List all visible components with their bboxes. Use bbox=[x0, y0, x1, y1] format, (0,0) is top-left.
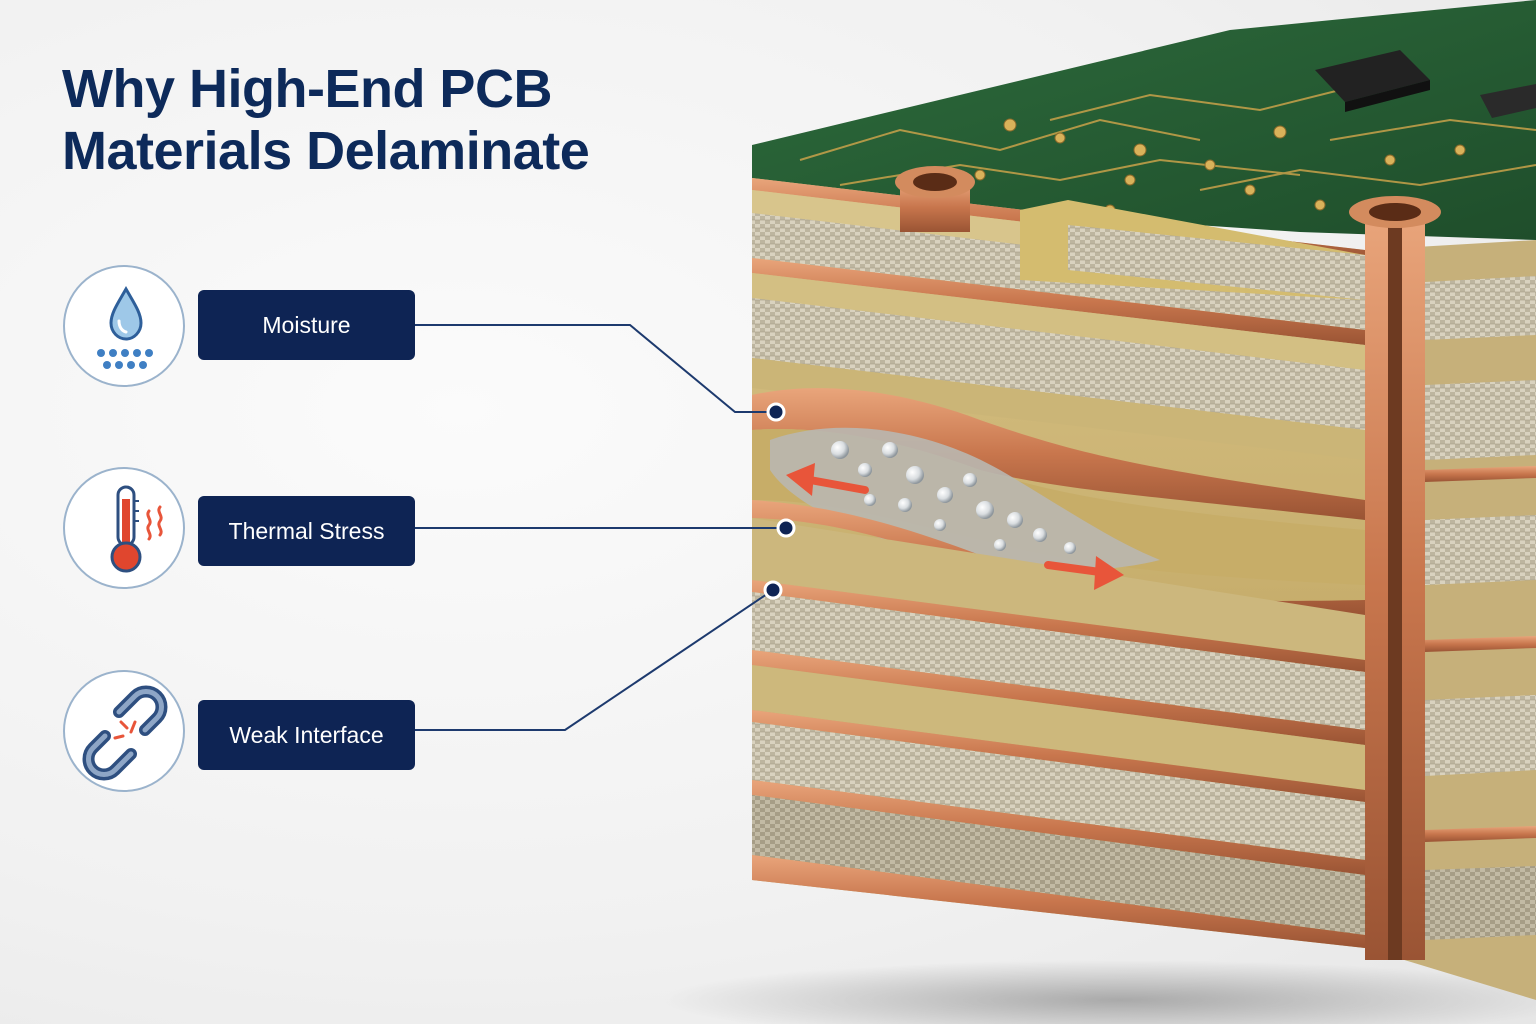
weak-interface-label: Weak Interface bbox=[198, 700, 415, 770]
thermal-stress-label: Thermal Stress bbox=[198, 496, 415, 566]
plated-via-left bbox=[895, 166, 975, 232]
moisture-bubbles bbox=[831, 441, 1076, 554]
moisture-icon-circle bbox=[63, 265, 185, 387]
title-line-2: Materials Delaminate bbox=[62, 121, 590, 181]
smd-component bbox=[1480, 84, 1536, 118]
weak-interface-icon-circle bbox=[63, 670, 185, 792]
board-shadow bbox=[660, 960, 1536, 1024]
leader-line-moisture bbox=[415, 324, 776, 413]
title-line-1: Why High-End PCB bbox=[62, 59, 552, 119]
thermal-expansion-arrow-left bbox=[786, 463, 869, 496]
thermometer-icon bbox=[110, 485, 163, 573]
thermal-stress-icon-circle bbox=[63, 467, 185, 589]
leader-line-interface bbox=[415, 589, 774, 731]
leader-lines bbox=[415, 324, 786, 731]
plated-via-right bbox=[1349, 196, 1441, 960]
water-drop-icon bbox=[97, 285, 153, 369]
exposed-resin-block bbox=[1020, 200, 1365, 300]
thermal-expansion-arrow-right bbox=[1044, 556, 1124, 590]
ic-chip-component bbox=[1315, 50, 1430, 112]
moisture-label: Moisture bbox=[198, 290, 415, 360]
leader-dots bbox=[763, 402, 796, 600]
broken-link-icon bbox=[82, 685, 168, 781]
surface-pads bbox=[974, 118, 1466, 216]
page-title: Why High-End PCB Materials Delaminate bbox=[62, 58, 762, 182]
